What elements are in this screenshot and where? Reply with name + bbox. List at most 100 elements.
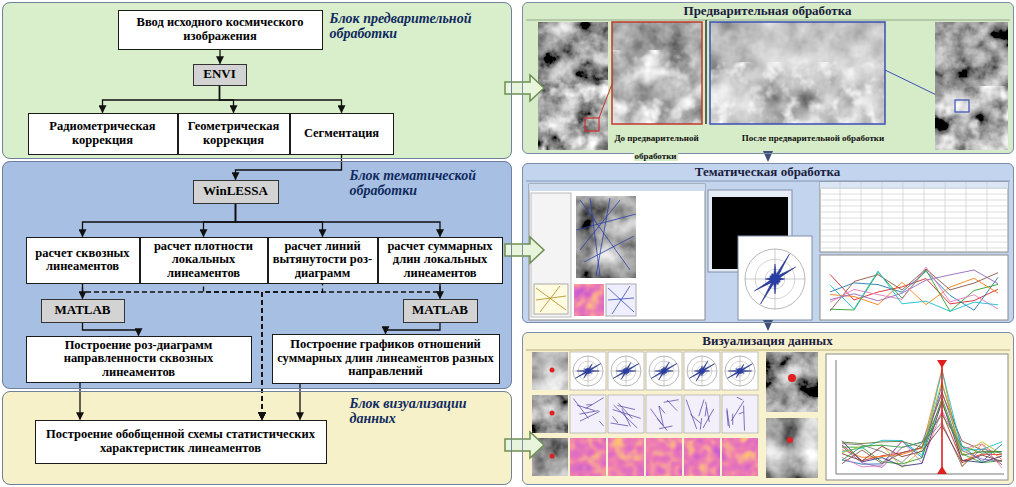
table-rule	[820, 218, 1008, 219]
panel-fill	[522, 163, 1014, 323]
rose-petals	[613, 363, 639, 380]
density-map	[570, 438, 606, 476]
rose-ring	[611, 356, 641, 386]
cloud-cover	[935, 86, 1008, 150]
cloud-cover	[538, 80, 608, 150]
table-rule	[820, 212, 1008, 213]
heading-slot: Предварительная обработка	[522, 3, 1014, 19]
rose-petals	[727, 364, 752, 379]
table-rule	[924, 182, 925, 252]
thumbnail	[608, 395, 644, 433]
hollow-arrow	[505, 237, 544, 263]
box-label: расчет линий вытянутости роз-диаграмм	[273, 240, 373, 281]
box-label: MATLAB	[54, 303, 110, 317]
box-label: MATLAB	[412, 303, 468, 317]
box-label: Геометрическая коррекция	[183, 120, 285, 147]
panel-heading: Блок тематической обработки	[350, 168, 508, 199]
chart-series	[842, 382, 1002, 468]
process-box: расчет сквозных линеаментов	[26, 237, 140, 284]
lineament-lines	[608, 286, 634, 314]
satellite-image	[766, 418, 818, 478]
chart-series	[842, 426, 1002, 463]
rose-petals	[651, 362, 677, 380]
table-rule	[820, 206, 1008, 207]
panel-fill	[522, 332, 1014, 485]
table-rule	[903, 182, 904, 252]
table-rule	[987, 182, 988, 252]
process-box: расчет суммарных длин локальных линеамен…	[378, 237, 503, 284]
thumbnail	[570, 395, 606, 433]
result-panel: Предварительная обработка	[522, 2, 1014, 154]
box-label: Сегментация	[304, 127, 379, 141]
table-rule	[820, 188, 1008, 189]
chart-series	[830, 270, 998, 312]
block-panel: Блок визуализации данныхПостроение обобщ…	[2, 391, 512, 485]
rose-petals	[689, 361, 714, 382]
event-marker	[941, 360, 943, 474]
connector	[386, 323, 441, 334]
table-rule	[820, 242, 1008, 243]
table-rule	[820, 236, 1008, 237]
chart-series	[842, 423, 1002, 467]
chart-series	[830, 271, 998, 311]
process-box: расчет плотности локальных линеаментов	[140, 237, 268, 284]
flow-arrow	[763, 320, 773, 331]
panel-fill	[2, 391, 512, 485]
zoom-leader	[599, 84, 612, 118]
process-box: Радиометрическая коррекция	[28, 113, 178, 155]
rose-ring	[725, 356, 755, 386]
box-label: WinLESSA	[203, 184, 268, 198]
chart-series	[842, 392, 1002, 467]
separator	[705, 20, 707, 124]
box-label: расчет плотности локальных линеаментов	[145, 240, 263, 281]
result-panel: Тематическая обработка	[522, 163, 1014, 323]
process-box: Построение роз-диаграмм направленности с…	[26, 336, 252, 383]
table-rule	[861, 182, 862, 252]
satellite-image	[532, 352, 568, 390]
cloud-cover	[612, 50, 702, 124]
satellite-image	[532, 395, 568, 433]
software-box: MATLAB	[403, 299, 478, 323]
panel-heading: Предварительная обработка	[522, 3, 1014, 19]
process-box: Сегментация	[290, 113, 394, 155]
software-window	[738, 236, 812, 320]
connector	[83, 204, 236, 237]
rose-ring	[687, 356, 717, 386]
event-marker	[937, 360, 947, 368]
lineament-lines	[686, 400, 714, 430]
box-label: расчет суммарных длин локальных линеамен…	[383, 240, 498, 281]
connector	[204, 204, 236, 237]
thumbnail	[684, 395, 720, 433]
heading-slot: Тематическая обработка	[522, 164, 1014, 180]
rose-axis	[725, 356, 755, 386]
epicenter-dot	[788, 374, 796, 382]
hollow-arrow	[505, 432, 544, 458]
satellite-image	[576, 196, 636, 278]
chart-series	[830, 270, 998, 301]
heading-slot: Визуализация данных	[522, 333, 1014, 349]
box-label: Радиометрическая коррекция	[33, 120, 173, 147]
process-box: Построение графиков отношений суммарных …	[272, 334, 500, 384]
thumbnail	[646, 352, 682, 390]
epicenter-dot	[550, 368, 555, 373]
table-rule	[820, 200, 1008, 201]
lineament-lines	[573, 398, 603, 426]
rose-petals	[754, 254, 795, 304]
connector	[236, 204, 441, 237]
header-rule	[526, 181, 1010, 182]
process-box: Геометрическая коррекция	[178, 113, 290, 155]
thumbnail	[606, 284, 636, 316]
chart-series	[842, 415, 1002, 460]
header-rule	[526, 20, 1010, 21]
satellite-image	[935, 22, 1008, 150]
panel-heading: Визуализация данных	[522, 333, 1014, 349]
thumbnail	[608, 352, 644, 390]
panel-fill	[522, 2, 1014, 154]
epicenter-dot	[550, 411, 555, 416]
event-marker	[937, 466, 947, 474]
box-label: Построение роз-диаграмм направленности с…	[31, 339, 247, 380]
zoom-frame	[955, 100, 969, 112]
connector	[83, 323, 139, 336]
thumbnail	[570, 352, 606, 390]
